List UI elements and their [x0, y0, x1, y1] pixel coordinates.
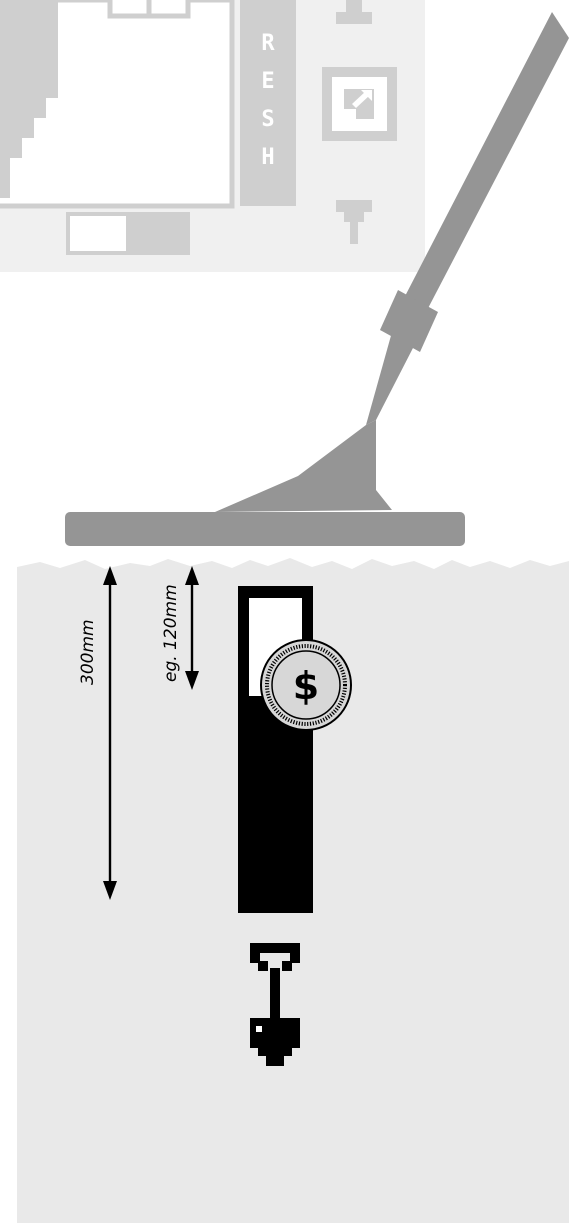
detector-search-coil [65, 512, 465, 546]
vertical-text-letter: E [261, 69, 274, 94]
detector-upper-shaft [402, 12, 569, 316]
vertical-text-letter: H [261, 145, 274, 170]
total-depth-label: 300mm [78, 619, 98, 685]
example-depth-label: eg. 120mm [161, 584, 181, 682]
vertical-text-letter: R [261, 31, 275, 56]
mode-toggle-bar [66, 212, 190, 255]
detector-lower-shaft [366, 332, 414, 425]
depth-display-window [0, 0, 232, 206]
pinpoint-button [322, 67, 397, 141]
pinpoint-icon [322, 67, 397, 141]
coin-symbol: $ [293, 664, 319, 708]
vertical-text-letter: S [261, 107, 274, 132]
dig-hole [238, 586, 313, 913]
detector-coil-mount [215, 420, 392, 512]
buried-coin: $ [261, 640, 351, 730]
coin-icon: $ [261, 640, 351, 730]
